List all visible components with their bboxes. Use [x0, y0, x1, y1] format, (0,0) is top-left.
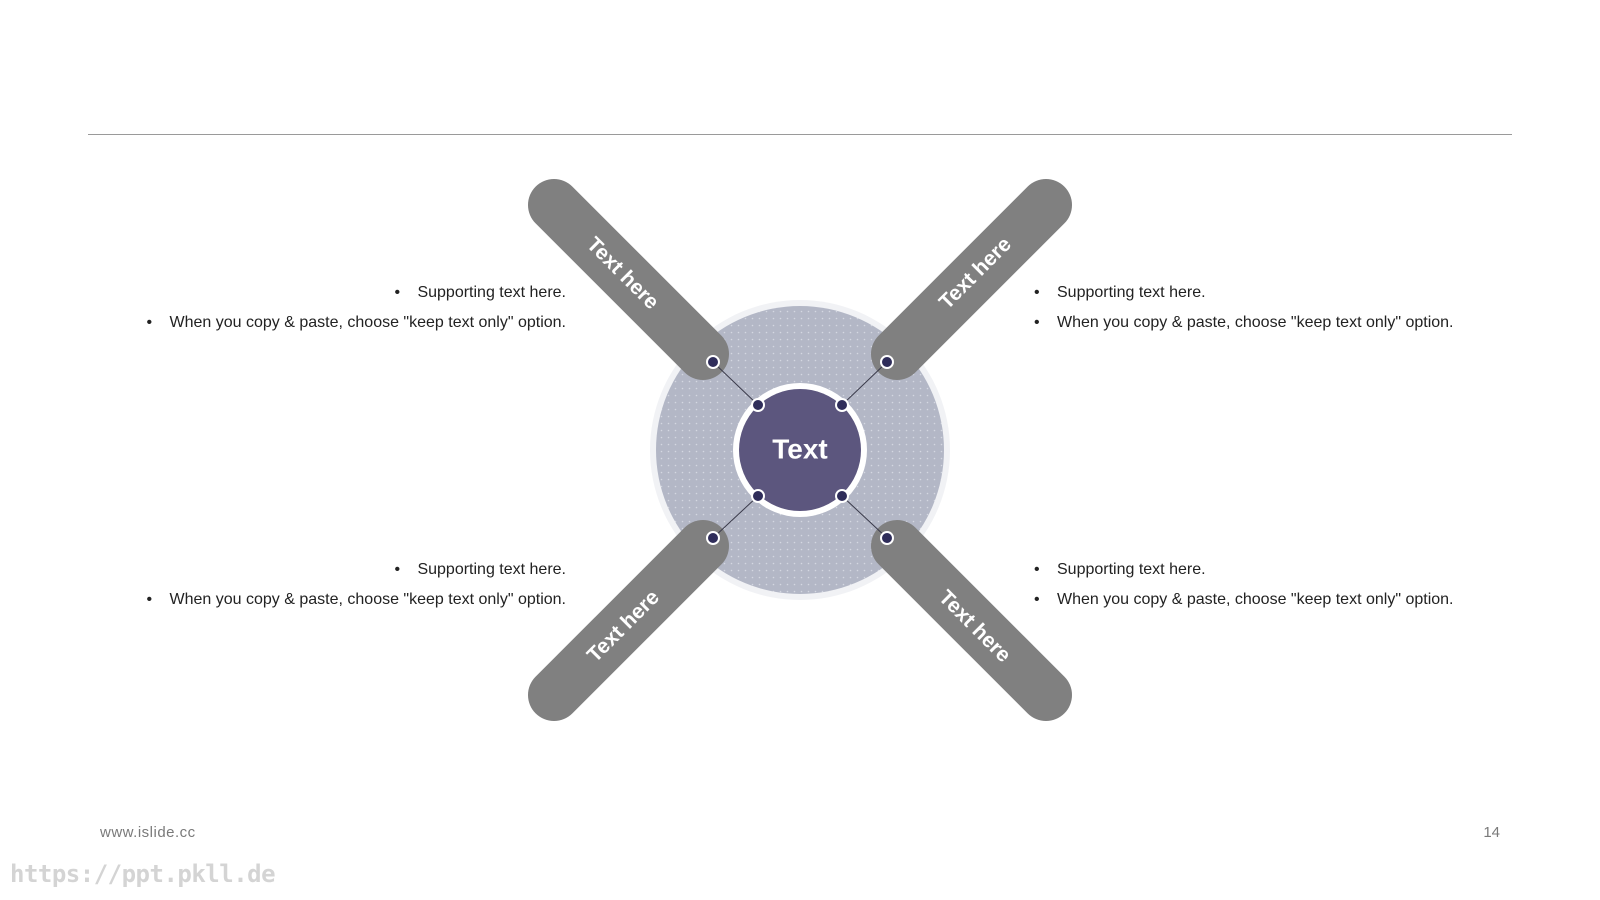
bullet-item: • Supporting text here.: [147, 278, 566, 308]
text-block-top-right: • Supporting text here. • When you copy & …: [1034, 278, 1453, 338]
bullet-item: • Supporting text here.: [1034, 555, 1453, 585]
watermark: https://ppt.pkll.de: [10, 860, 276, 888]
bullet-text: When you copy & paste, choose "keep text…: [169, 314, 566, 331]
bullet-glyph: •: [394, 284, 401, 301]
node-hub-bottom-right: [835, 489, 849, 503]
bullet-item: • When you copy & paste, choose "keep tex…: [147, 585, 566, 615]
page-number: 14: [1483, 824, 1500, 841]
bullet-item: • When you copy & paste, choose "keep tex…: [147, 308, 566, 338]
bullet-text: When you copy & paste, choose "keep text…: [169, 591, 566, 608]
bullet-text: Supporting text here.: [417, 284, 566, 301]
arm-top-left: Text here: [528, 179, 729, 380]
bullet-text: When you copy & paste, choose "keep text…: [1057, 591, 1454, 608]
center-hub: [739, 389, 861, 511]
bullet-item: • When you copy & paste, choose "keep tex…: [1034, 308, 1453, 338]
footer-website: www.islide.cc: [100, 824, 196, 841]
arm-bottom-right: Text here: [871, 520, 1072, 721]
node-hub-bottom-left: [751, 489, 765, 503]
bullet-glyph: •: [1034, 284, 1040, 301]
bullet-glyph: •: [146, 314, 153, 331]
bullet-glyph: •: [1034, 314, 1040, 331]
arm-top-right: Text here: [871, 179, 1072, 380]
node-arm-top-right: [880, 355, 894, 369]
node-hub-top-right: [835, 398, 849, 412]
bullet-text: Supporting text here.: [417, 561, 566, 578]
bullet-glyph: •: [394, 561, 401, 578]
bullet-text: Supporting text here.: [1057, 561, 1206, 578]
connector-bottom-right: [841, 495, 888, 539]
text-block-bottom-left: • Supporting text here. • When you copy & …: [147, 555, 566, 615]
bullet-glyph: •: [1034, 591, 1040, 608]
connector-nodes: [706, 355, 894, 545]
bullet-item: • Supporting text here.: [1034, 278, 1453, 308]
connector-lines: [712, 361, 888, 539]
bullet-glyph: •: [1034, 561, 1040, 578]
text-block-bottom-right: • Supporting text here. • When you copy & …: [1034, 555, 1453, 615]
bullet-glyph: •: [146, 591, 153, 608]
node-arm-bottom-left: [706, 531, 720, 545]
bullet-text: Supporting text here.: [1057, 284, 1206, 301]
node-arm-top-left: [706, 355, 720, 369]
connector-top-left: [712, 361, 759, 406]
bullet-item: • Supporting text here.: [147, 555, 566, 585]
node-arm-bottom-right: [880, 531, 894, 545]
title-divider: [88, 134, 1512, 135]
arm-bottom-left: Text here: [528, 520, 729, 721]
bullet-text: When you copy & paste, choose "keep text…: [1057, 314, 1454, 331]
connector-bottom-left: [712, 495, 759, 539]
bullet-item: • When you copy & paste, choose "keep tex…: [1034, 585, 1453, 615]
center-label: Text: [772, 433, 828, 464]
text-block-top-left: • Supporting text here. • When you copy & …: [147, 278, 566, 338]
node-hub-top-left: [751, 398, 765, 412]
connector-top-right: [841, 361, 888, 406]
